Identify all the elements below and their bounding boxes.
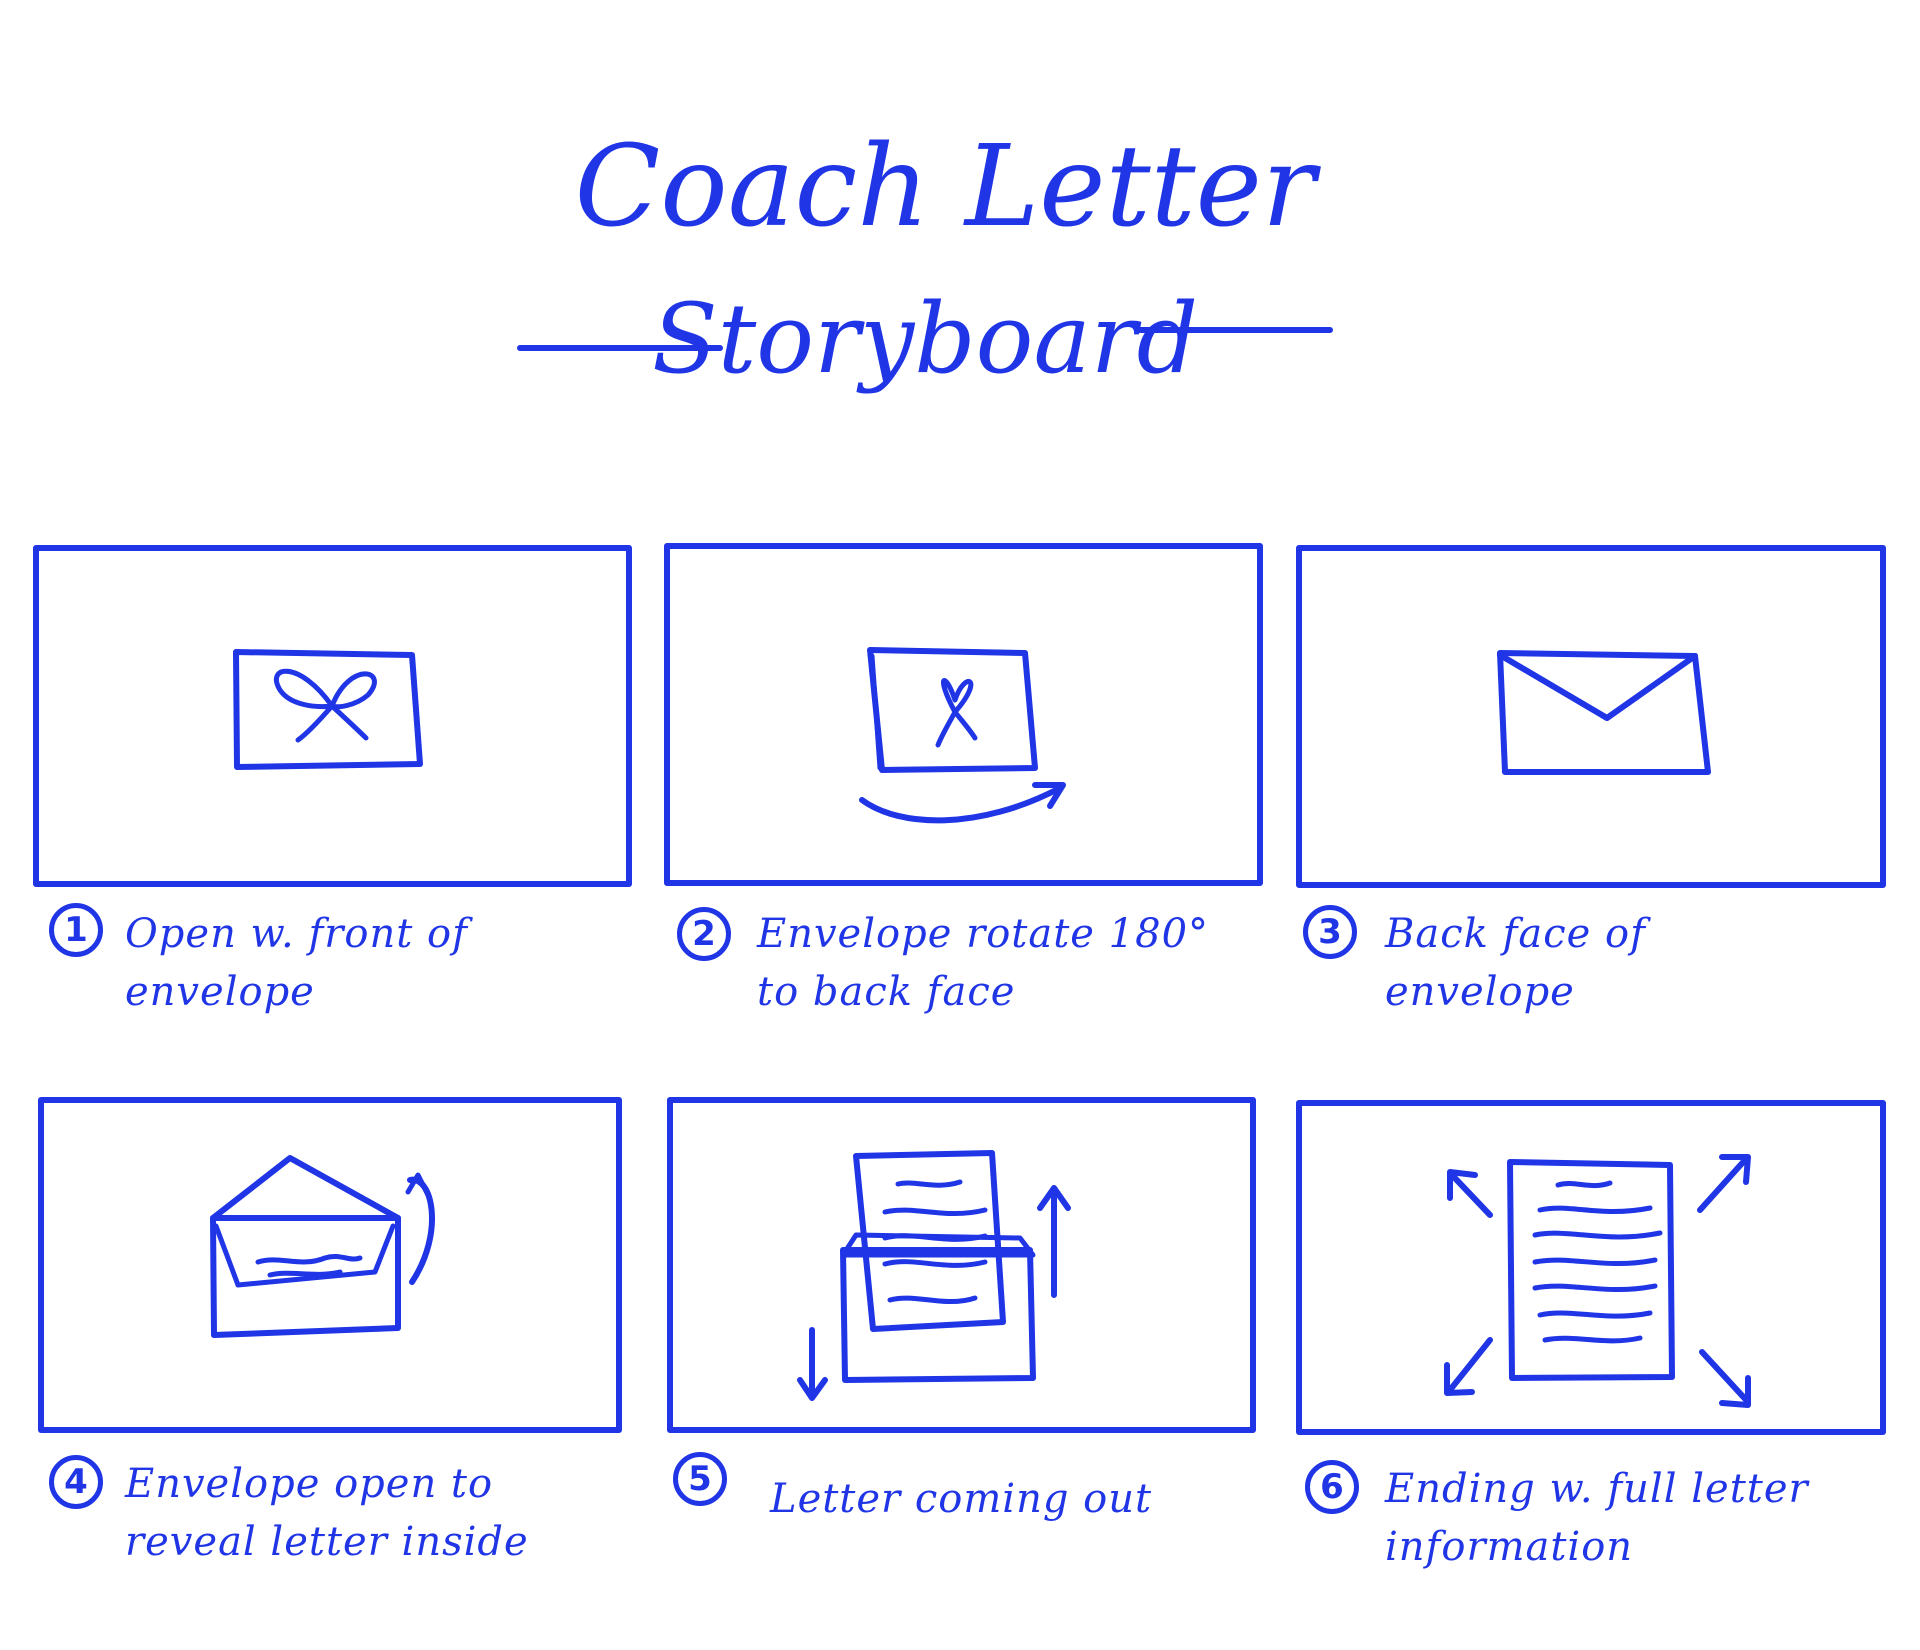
panel-1-caption: Open w. front of envelope	[125, 911, 468, 1015]
panel-2-caption: Envelope rotate 180° to back face	[757, 911, 1210, 1015]
panel-5-caption: Letter coming out	[770, 1476, 1153, 1522]
envelope-rotating-sketch	[859, 647, 1066, 824]
panel-3-caption: Back face of envelope	[1385, 911, 1646, 1015]
envelope-front-sketch	[233, 649, 423, 770]
letter-coming-out-sketch	[797, 1150, 1071, 1401]
panel-1-frame	[33, 545, 632, 887]
panel-3-frame	[1296, 545, 1886, 888]
panel-6-number: 6	[1305, 1460, 1359, 1514]
panel-5-frame	[667, 1097, 1256, 1433]
panel-4-number: 4	[49, 1455, 103, 1509]
open-envelope-sketch	[210, 1155, 435, 1338]
panel-6-caption: Ending w. full letter information	[1385, 1466, 1809, 1570]
panel-3-number: 3	[1303, 905, 1357, 959]
panel-2-frame	[664, 543, 1263, 886]
panel-1-number: 1	[49, 903, 103, 957]
title-line-2: Storyboard	[652, 283, 1198, 395]
envelope-back-sketch	[1497, 650, 1711, 775]
full-letter-sketch	[1444, 1154, 1751, 1408]
panel-6-frame	[1296, 1100, 1886, 1435]
panel-4-frame	[38, 1097, 622, 1433]
panel-2-number: 2	[677, 907, 731, 961]
panel-4-caption: Envelope open to reveal letter inside	[125, 1461, 529, 1565]
panel-5-number: 5	[673, 1452, 727, 1506]
title-line-1: Coach Letter	[575, 122, 1322, 252]
